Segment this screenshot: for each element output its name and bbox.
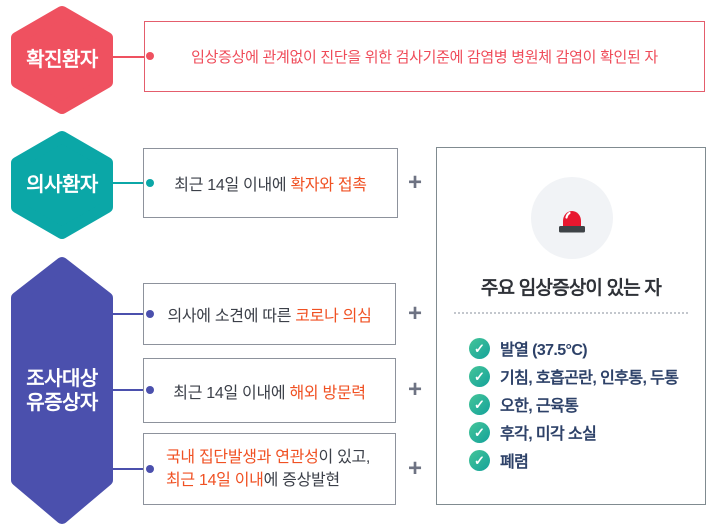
symptom-item: ✓ 후각, 미각 소실: [469, 418, 695, 446]
symptom-text: 발열 (37.5°C): [500, 342, 588, 359]
check-icon: ✓: [469, 449, 490, 471]
investigation-criteria-text-1: 의사에 소견에 따른 코로나 의심: [167, 302, 371, 326]
suspected-label: 의사환자: [6, 130, 118, 240]
suspected-label-text: 의사환자: [26, 174, 98, 196]
symptom-list: ✓ 발열 (37.5°C) ✓ 기침, 호흡곤란, 인후통, 두통 ✓ 오한, …: [469, 334, 695, 474]
symptom-item: ✓ 기침, 호흡곤란, 인후통, 두통: [469, 362, 695, 390]
siren-icon-circle: [531, 177, 613, 259]
hexagon-shape-icon: [11, 6, 113, 114]
criteria-highlight: 확자와 접촉: [290, 177, 367, 194]
plus-sign-3: +: [407, 376, 422, 403]
suspected-connector-dot: [146, 179, 154, 187]
criteria-highlight: 코로나 의심: [295, 308, 372, 325]
criteria-prefix: 최근 14일 이내에: [173, 384, 290, 402]
symptom-item: ✓ 오한, 근육통: [469, 390, 695, 418]
investigation-connector-line-1: [112, 313, 150, 315]
investigation-label-line2: 유증상자: [26, 392, 98, 414]
suspected-connector-line: [112, 182, 150, 184]
confirmed-label: 확진환자: [6, 5, 118, 115]
suspected-hexagon: 의사환자: [6, 130, 118, 240]
confirmed-label-text: 확진환자: [26, 49, 98, 71]
suspected-criteria-text: 최근 14일 이내에 확자와 접촉: [174, 171, 367, 195]
suspected-criteria-box: 최근 14일 이내에 확자와 접촉: [143, 148, 398, 218]
investigation-connector-dot-3: [146, 465, 154, 473]
criteria-rest: 에 증상발현: [263, 472, 341, 489]
siren-icon: [559, 211, 585, 233]
investigation-criteria-box-3: 국내 집단발생과 연관성이 있고, 최근 14일 이내에 증상발현: [143, 433, 396, 505]
plus-sign-4: +: [407, 455, 422, 482]
dotted-divider: [454, 312, 688, 314]
check-icon: ✓: [469, 421, 490, 443]
symptom-text: 오한, 근육통: [500, 398, 579, 415]
investigation-connector-line-3: [112, 468, 150, 470]
symptom-item: ✓ 폐렴: [469, 446, 695, 474]
plus-sign-1: +: [407, 169, 422, 196]
check-icon: ✓: [469, 393, 490, 415]
plus-sign-2: +: [407, 300, 422, 327]
hexagon-shape-icon: [11, 257, 113, 524]
confirmed-connector-line: [112, 56, 150, 58]
investigation-connector-line-2: [112, 389, 150, 391]
hexagon-shape-icon: [11, 131, 113, 239]
investigation-hexagon: 조사대상 유증상자: [6, 256, 118, 526]
investigation-connector-dot-2: [146, 386, 154, 394]
investigation-label: 조사대상 유증상자: [6, 256, 118, 526]
confirmed-hexagon: 확진환자: [6, 5, 118, 115]
investigation-criteria-box-1: 의사에 소견에 따른 코로나 의심: [143, 283, 396, 345]
confirmed-connector-dot: [146, 52, 154, 60]
investigation-criteria-text-3: 국내 집단발생과 연관성이 있고, 최근 14일 이내에 증상발현: [166, 446, 370, 492]
criteria-rest: 이 있고,: [318, 448, 371, 466]
symptoms-card-title: 주요 임상증상이 있는 자: [480, 278, 662, 299]
check-icon: ✓: [469, 365, 490, 387]
investigation-criteria-box-2: 최근 14일 이내에 해외 방문력: [143, 358, 396, 423]
criteria-highlight: 국내 집단발생과 연관성: [166, 448, 319, 466]
criteria-highlight: 해외 방문력: [289, 384, 366, 402]
criteria-prefix: 최근 14일 이내에: [174, 177, 291, 194]
symptom-item: ✓ 발열 (37.5°C): [469, 334, 695, 362]
symptom-text: 후각, 미각 소실: [500, 426, 597, 443]
confirmed-definition-text: 임상증상에 관계없이 진단을 위한 검사기준에 감염병 병원체 감염이 확인된 …: [191, 49, 658, 66]
check-icon: ✓: [469, 337, 490, 359]
criteria-prefix: 의사에 소견에 따른: [167, 308, 296, 325]
criteria-highlight: 최근 14일 이내: [166, 472, 264, 489]
investigation-connector-dot-1: [146, 310, 154, 318]
investigation-label-line1: 조사대상: [26, 368, 98, 390]
confirmed-definition-box: 임상증상에 관계없이 진단을 위한 검사기준에 감염병 병원체 감염이 확인된 …: [144, 21, 705, 92]
symptoms-card: 주요 임상증상이 있는 자 ✓ 발열 (37.5°C) ✓ 기침, 호흡곤란, …: [436, 147, 706, 505]
symptom-text: 폐렴: [500, 454, 529, 471]
symptom-text: 기침, 호흡곤란, 인후통, 두통: [500, 370, 679, 387]
investigation-criteria-text-2: 최근 14일 이내에 해외 방문력: [173, 379, 366, 403]
